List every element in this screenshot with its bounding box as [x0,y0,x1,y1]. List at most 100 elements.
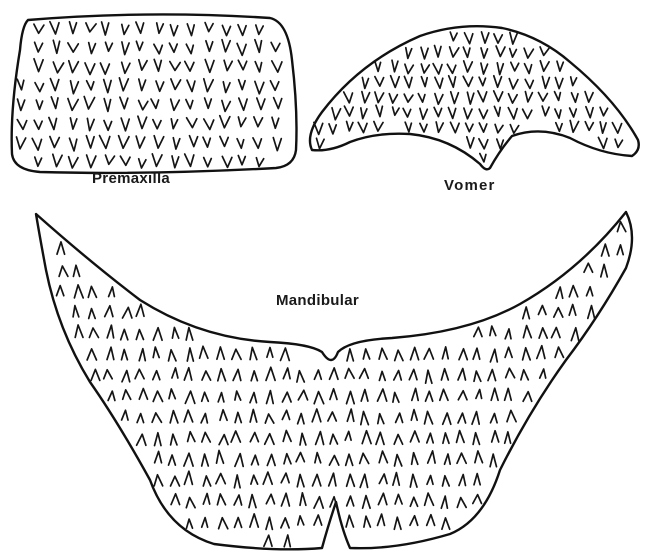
tooth-mark [206,41,213,52]
tooth-mark [266,367,275,380]
tooth-mark [203,494,209,505]
tooth-mark [187,519,193,528]
tooth-mark [538,306,546,315]
tooth-mark [418,94,425,103]
tooth-mark [428,451,435,463]
tooth-mark [555,92,561,101]
tooth-mark [169,389,175,399]
tooth-mark [220,116,230,128]
tooth-mark [153,328,162,341]
tooth-mark [154,44,162,54]
tooth-mark [441,369,448,380]
tooth-mark [478,91,487,102]
tooth-mark [222,25,230,35]
tooth-mark [585,92,593,103]
tooth-mark [330,497,337,507]
tooth-mark [53,154,62,166]
tooth-mark [106,42,113,51]
tooth-mark [235,518,242,528]
tooth-mark [255,62,261,72]
tooth-mark [184,471,192,484]
tooth-mark [187,24,194,36]
tooth-mark [200,346,208,358]
tooth-mark [231,431,240,442]
tooth-mark [267,348,273,358]
tooth-mark [421,47,428,59]
tooth-mark [107,325,113,338]
tooth-mark [266,494,274,504]
tooth-mark [448,108,455,119]
tooth-mark [267,454,275,465]
tooth-mark [449,76,456,87]
tooth-mark [283,368,290,379]
tooth-mark [104,370,113,379]
tooth-mark [185,61,194,71]
tooth-mark [250,514,258,527]
tooth-mark [282,392,291,402]
tooth-mark [153,391,162,401]
tooth-mark [100,63,109,74]
tooth-mark [151,99,159,108]
tooth-mark [523,109,532,118]
tooth-mark [523,326,531,338]
tooth-mark [251,371,257,381]
tooth-mark [314,392,324,404]
tooth-mark [34,120,42,129]
tooth-mark [475,451,483,463]
tooth-mark [505,388,512,400]
tooth-mark [155,433,162,446]
tooth-mark [154,136,164,148]
tooth-mark [479,109,487,119]
tooth-mark [284,454,291,464]
tooth-mark [405,64,413,73]
tooth-mark [330,368,339,379]
tooth-mark [50,79,58,91]
tooth-mark [436,122,443,132]
tooth-mark [184,368,191,380]
tooth-mark [250,347,257,359]
tooth-mark [120,97,128,109]
tooth-mark [362,431,371,444]
tooth-mark [220,410,227,421]
tooth-mark [480,154,486,162]
tooth-mark [217,494,225,505]
tooth-mark [104,121,112,131]
tooth-mark [570,108,577,117]
tooth-mark [542,77,549,89]
tooth-mark [457,498,466,508]
tooth-mark [238,117,246,127]
tooth-mark [139,349,145,361]
vomer-tooth-plate [310,26,639,169]
tooth-mark [588,306,595,319]
tooth-mark [17,137,26,149]
premaxilla-teeth [17,22,282,168]
tooth-mark [375,61,381,71]
tooth-mark [482,32,489,43]
tooth-mark [345,431,351,440]
tooth-mark [106,155,115,164]
tooth-mark [136,41,142,50]
tooth-mark [202,454,209,466]
tooth-mark [447,64,456,73]
tooth-mark [297,371,304,382]
tooth-mark [538,93,547,102]
tooth-mark [552,328,561,338]
tooth-mark [317,138,325,148]
tooth-mark [363,496,371,509]
tooth-mark [360,474,367,487]
tooth-mark [157,23,164,33]
premaxilla-tooth-plate [12,14,297,172]
tooth-mark [224,60,232,70]
tooth-mark [360,369,369,379]
tooth-mark [378,414,384,424]
tooth-mark [86,23,96,32]
tooth-mark [347,391,355,403]
tooth-mark [69,157,78,168]
tooth-mark [202,432,211,442]
tooth-mark [490,349,497,362]
tooth-mark [473,495,482,504]
tooth-mark [237,139,244,149]
tooth-mark [172,328,178,339]
tooth-mark [410,431,419,442]
